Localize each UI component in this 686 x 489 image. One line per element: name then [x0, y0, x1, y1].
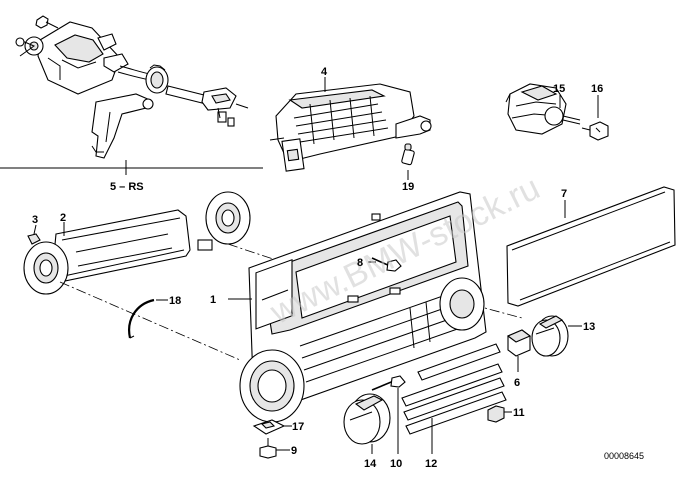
part-7-cover-panel — [506, 186, 676, 307]
callout-19: 19 — [402, 181, 414, 193]
callout-9: 9 — [291, 445, 297, 457]
callout-16: 16 — [591, 83, 603, 95]
part-17-clip-nut — [252, 419, 286, 435]
part-8-screw — [371, 257, 402, 272]
part-15-blower-switch — [505, 83, 581, 135]
part-12-trim-strips — [401, 343, 507, 435]
part-2-frame-bracket — [23, 191, 251, 295]
callout-8: 8 — [357, 257, 363, 269]
callout-18: 18 — [169, 295, 181, 307]
callout-14: 14 — [364, 458, 377, 470]
callout-17: 17 — [292, 421, 304, 433]
part-5-control-assembly — [15, 15, 249, 159]
callout-2: 2 — [60, 212, 66, 224]
part-11-cap — [487, 405, 505, 423]
part-9-screw — [259, 438, 277, 459]
part-19-bulb — [401, 143, 415, 166]
callout-15: 15 — [553, 83, 565, 95]
callout-11: 11 — [513, 407, 525, 419]
alignment-line-left — [59, 281, 241, 361]
callout-5-rs: 5 – RS — [110, 181, 144, 193]
part-13-right-knob — [531, 315, 569, 357]
part-10-screw — [371, 375, 406, 391]
part-18-spring — [128, 298, 155, 339]
callout-4: 4 — [321, 66, 328, 78]
callout-1: 1 — [210, 294, 216, 306]
part-1-front-panel — [239, 191, 487, 423]
callout-3: 3 — [32, 214, 38, 226]
part-16-screw — [581, 121, 609, 141]
reference-number: 00008645 — [604, 451, 644, 461]
leader-3 — [33, 224, 37, 235]
part-14-left-knob — [343, 393, 391, 445]
callout-13: 13 — [583, 321, 595, 333]
callout-6: 6 — [514, 377, 520, 389]
alignment-line-right — [454, 299, 523, 319]
part-6-button — [506, 329, 532, 357]
callout-12: 12 — [425, 458, 437, 470]
callout-10: 10 — [390, 458, 402, 470]
part-4-lever-mechanism — [269, 83, 432, 172]
part-3-clip — [27, 233, 41, 245]
callout-7: 7 — [561, 188, 567, 200]
